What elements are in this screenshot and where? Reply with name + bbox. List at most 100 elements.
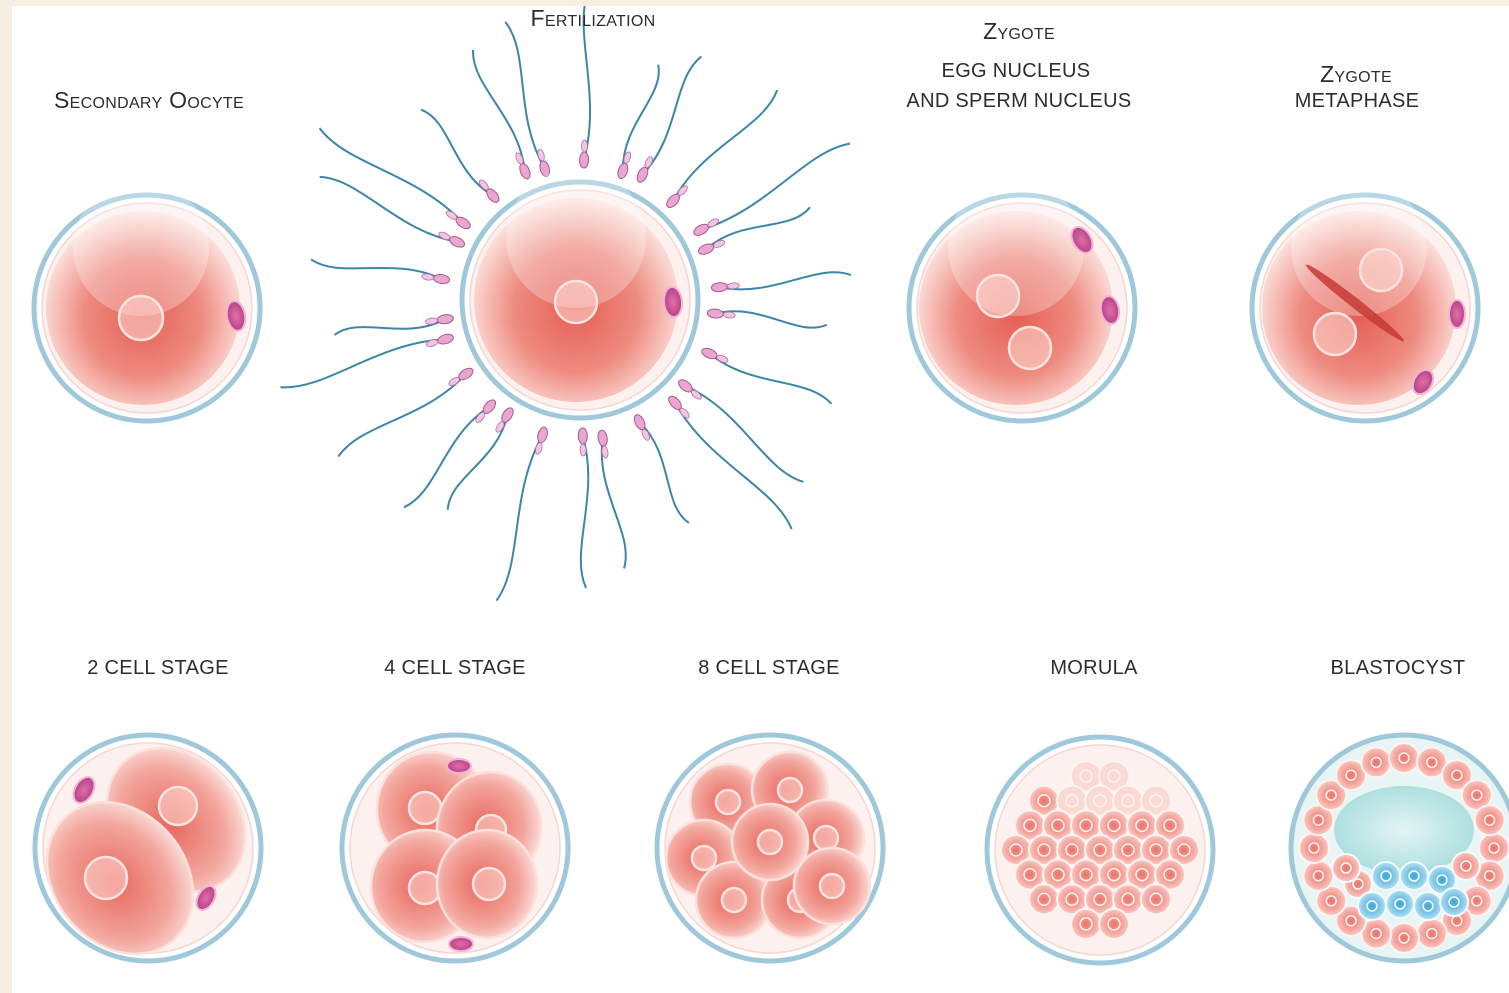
sperm-head bbox=[707, 308, 724, 319]
diagram-artwork bbox=[12, 6, 1509, 993]
trophoblast-cell bbox=[1303, 861, 1333, 891]
sperm-cell bbox=[334, 314, 453, 335]
stage-label-4-cell: 4 CELL STAGE bbox=[384, 658, 525, 678]
sperm-head bbox=[433, 273, 450, 284]
sperm-tail bbox=[701, 144, 850, 230]
sperm-head bbox=[437, 314, 454, 325]
sperm-head bbox=[536, 426, 549, 444]
nucleus bbox=[722, 888, 746, 912]
sperm-cell bbox=[676, 377, 803, 482]
sperm-tail bbox=[685, 386, 803, 482]
sperm-cell bbox=[280, 333, 454, 388]
sperm-midpiece bbox=[537, 149, 546, 162]
embryo-development-diagram: Secondary Oocyte Fertilization Zygote EG… bbox=[12, 6, 1509, 993]
nucleus bbox=[555, 281, 597, 323]
sperm-midpiece bbox=[580, 444, 586, 456]
polar-body bbox=[449, 937, 473, 951]
sperm-tail bbox=[320, 177, 457, 242]
sperm-midpiece bbox=[534, 442, 543, 455]
sperm-head bbox=[448, 234, 466, 249]
sperm-cell bbox=[404, 398, 498, 508]
sperm-midpiece bbox=[712, 239, 725, 249]
sperm-cell bbox=[711, 272, 851, 292]
stage-sublabel-egg-nucleus: EGG NUCLEUS bbox=[942, 61, 1091, 81]
stage-label-blastocyst: BLASTOCYST bbox=[1331, 658, 1466, 678]
sperm-cell bbox=[311, 259, 450, 284]
sperm-cell bbox=[320, 177, 467, 249]
nucleus bbox=[85, 857, 127, 899]
trophoblast-cell bbox=[1332, 854, 1360, 882]
inner-cell-mass-cell bbox=[1414, 892, 1442, 920]
sperm-cell bbox=[707, 308, 827, 327]
stage-label-fertilization: Fertilization bbox=[531, 7, 656, 30]
inner-cell-mass-cell bbox=[1386, 890, 1414, 918]
nucleus bbox=[758, 830, 782, 854]
sperm-tail bbox=[280, 339, 445, 387]
sperm-cell bbox=[635, 57, 701, 184]
nucleus bbox=[977, 275, 1019, 317]
sperm-tail bbox=[338, 374, 466, 457]
sperm-cell bbox=[597, 430, 626, 569]
inner-cell-mass-cell bbox=[1440, 888, 1468, 916]
inner-cell-mass-cell bbox=[1372, 862, 1400, 890]
stage-label-zygote-metaphase: Zygote bbox=[1320, 63, 1392, 86]
nucleus bbox=[1314, 313, 1356, 355]
stage-label-morula: MORULA bbox=[1050, 658, 1137, 678]
stage-label-2-cell: 2 CELL STAGE bbox=[87, 658, 228, 678]
inner-cell-mass-cell bbox=[1358, 892, 1386, 920]
nucleus bbox=[820, 874, 844, 898]
embryo-morula bbox=[987, 737, 1213, 963]
stage-sublabel-metaphase: METAPHASE bbox=[1295, 91, 1420, 111]
nucleus bbox=[409, 792, 441, 824]
nucleus bbox=[814, 826, 838, 850]
sperm-midpiece bbox=[581, 140, 587, 152]
inner-cell-mass-cell bbox=[1400, 862, 1428, 890]
sperm-cell bbox=[700, 346, 831, 404]
morula-cell bbox=[1141, 884, 1171, 914]
nucleus bbox=[1360, 249, 1402, 291]
nucleus bbox=[159, 787, 197, 825]
nucleus bbox=[473, 868, 505, 900]
trophoblast-cell bbox=[1475, 805, 1505, 835]
sperm-head bbox=[518, 162, 533, 180]
trophoblast-cell bbox=[1361, 747, 1391, 777]
cytoplasm-highlight bbox=[1291, 180, 1427, 316]
sperm-head bbox=[616, 162, 630, 180]
polar-body bbox=[1449, 300, 1465, 328]
sperm-cell bbox=[505, 22, 551, 178]
sperm-tail bbox=[505, 22, 544, 169]
morula-cell bbox=[1099, 909, 1129, 939]
nucleus bbox=[119, 296, 163, 340]
sperm-midpiece bbox=[426, 338, 439, 347]
sperm-midpiece bbox=[723, 311, 736, 318]
sperm-cell bbox=[421, 110, 501, 205]
zygote-pronuclei bbox=[909, 180, 1135, 421]
oocyte-fertilization bbox=[462, 168, 698, 418]
stage-label-8-cell: 8 CELL STAGE bbox=[698, 658, 839, 678]
morula-cell bbox=[1029, 884, 1059, 914]
sperm-cell bbox=[664, 90, 777, 210]
sperm-tail bbox=[673, 90, 777, 201]
embryo-8-cell bbox=[657, 735, 883, 961]
stage-label-secondary-oocyte: Secondary Oocyte bbox=[54, 89, 244, 112]
trophoblast-cell bbox=[1389, 923, 1419, 953]
trophoblast-cell bbox=[1299, 833, 1329, 863]
embryo-2-cell bbox=[17, 720, 274, 983]
embryo-4-cell bbox=[342, 735, 568, 961]
nucleus bbox=[1009, 327, 1051, 369]
stage-label-zygote-nuclei: Zygote bbox=[983, 20, 1055, 43]
sperm-midpiece bbox=[716, 354, 729, 364]
sperm-midpiece bbox=[707, 217, 720, 228]
sperm-cell bbox=[632, 413, 689, 523]
nucleus bbox=[692, 846, 716, 870]
sperm-tail bbox=[581, 436, 588, 588]
sperm-cell bbox=[497, 426, 549, 601]
sperm-cell bbox=[473, 50, 532, 180]
sperm-cell bbox=[697, 207, 810, 256]
oocyte-secondary bbox=[34, 180, 260, 421]
trophoblast-cell bbox=[1389, 743, 1419, 773]
stage-sublabel-sperm-nucleus: AND SPERM NUCLEUS bbox=[906, 91, 1131, 111]
sperm-head bbox=[437, 333, 455, 346]
sperm-midpiece bbox=[514, 152, 524, 165]
trophoblast-cell bbox=[1452, 852, 1480, 880]
